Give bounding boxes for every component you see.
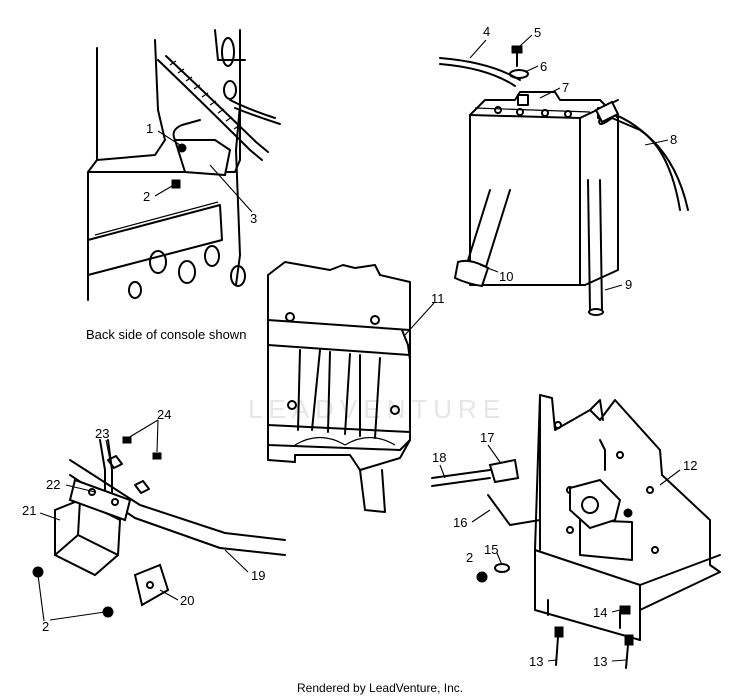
callout-13b: 13 <box>593 654 607 669</box>
callout-17: 17 <box>480 430 494 445</box>
callout-15: 15 <box>484 542 498 557</box>
footer-credit: Rendered by LeadVenture, Inc. <box>297 681 463 695</box>
callout-9: 9 <box>625 277 632 292</box>
callout-8: 8 <box>670 132 677 147</box>
callout-2b: 2 <box>466 550 473 565</box>
callout-5: 5 <box>534 25 541 40</box>
callout-20: 20 <box>180 593 194 608</box>
callout-10: 10 <box>499 269 513 284</box>
callout-14: 14 <box>593 605 607 620</box>
callout-24: 24 <box>157 407 171 422</box>
mount-bracket <box>431 394 721 669</box>
callout-18: 18 <box>432 450 446 465</box>
callout-13a: 13 <box>529 654 543 669</box>
callout-22: 22 <box>46 477 60 492</box>
callout-2: 2 <box>143 189 150 204</box>
callout-12: 12 <box>683 458 697 473</box>
callout-16: 16 <box>453 515 467 530</box>
callout-2c: 2 <box>42 619 49 634</box>
battery-box <box>267 261 411 513</box>
callout-1: 1 <box>146 121 153 136</box>
callout-11: 11 <box>431 291 445 306</box>
callout-6: 6 <box>540 59 547 74</box>
leader-lines <box>37 34 681 662</box>
callout-labels: 1 2 3 4 5 6 7 8 9 10 11 12 13 13 14 15 1… <box>22 24 697 669</box>
callout-21: 21 <box>22 503 36 518</box>
callout-7: 7 <box>562 80 569 95</box>
battery <box>439 45 689 316</box>
solenoid-assembly <box>32 436 286 618</box>
callout-23: 23 <box>95 426 109 441</box>
console-caption: Back side of console shown <box>86 327 246 342</box>
console-panel <box>87 29 281 301</box>
callout-4: 4 <box>483 24 490 39</box>
callout-19: 19 <box>251 568 265 583</box>
callout-3: 3 <box>250 211 257 226</box>
